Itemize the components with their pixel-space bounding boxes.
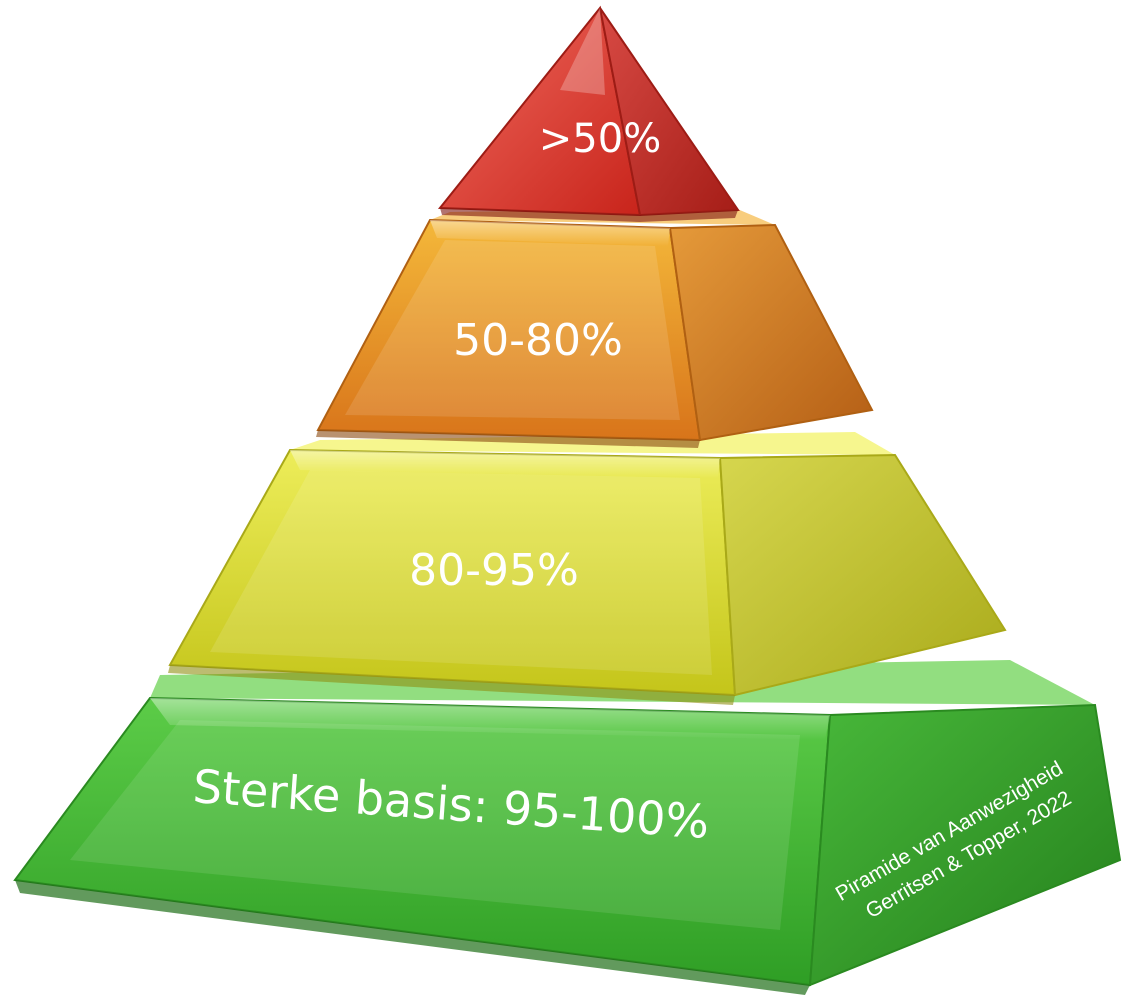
tier-top-label: >50%: [539, 116, 661, 162]
tier-upper: [316, 208, 874, 448]
tier-upper-label: 50-80%: [453, 315, 623, 366]
tier-top: [437, 5, 740, 222]
tier-middle-label: 80-95%: [409, 545, 579, 596]
tier-base: [13, 660, 1122, 995]
